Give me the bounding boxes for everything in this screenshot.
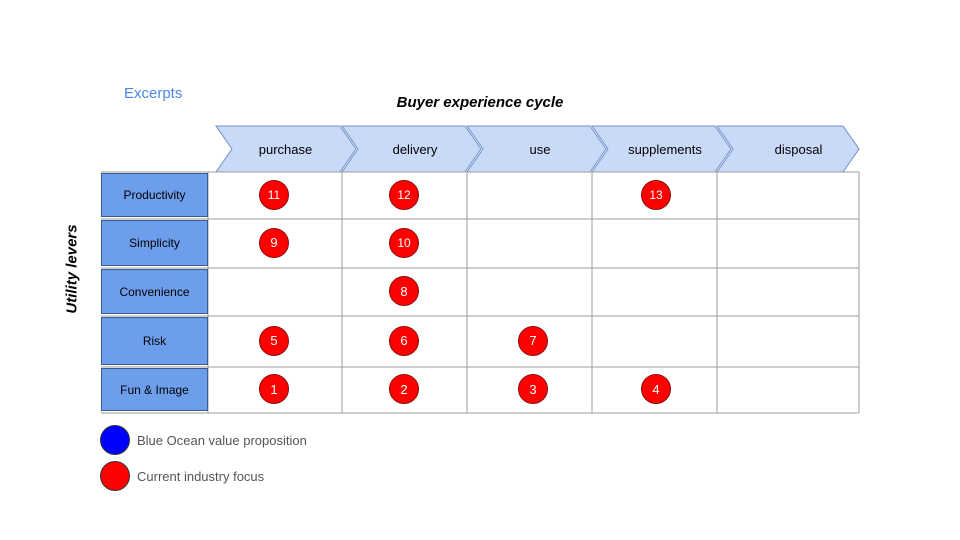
stage-label-supplements: supplements (628, 141, 702, 157)
legend-label: Current industry focus (137, 468, 265, 484)
stage-label-delivery: delivery (392, 141, 438, 157)
marker-7: 7 (518, 325, 548, 356)
marker-2: 2 (389, 374, 419, 404)
marker-13: 13 (641, 179, 671, 210)
marker-6: 6 (389, 325, 419, 356)
legend-swatch (100, 461, 130, 491)
marker-10: 10 (389, 227, 419, 258)
legend-swatch (100, 425, 130, 455)
marker-3: 3 (518, 374, 548, 404)
utility-levers-title: Utility levers (63, 224, 81, 314)
excerpts-label: Excerpts (124, 85, 183, 102)
legend-label: Blue Ocean value proposition (137, 432, 307, 448)
stage-label-use: use (529, 141, 551, 157)
lever-risk: Risk (101, 317, 208, 365)
marker-9: 9 (259, 227, 289, 258)
marker-11: 11 (259, 179, 289, 210)
stage-label-purchase: purchase (258, 141, 313, 157)
marker-8: 8 (389, 276, 419, 306)
stage-label-disposal: disposal (774, 141, 823, 157)
marker-12: 12 (389, 179, 419, 210)
marker-4: 4 (641, 374, 671, 404)
marker-1: 1 (259, 374, 289, 404)
lever-fun-image: Fun & Image (101, 368, 208, 411)
lever-productivity: Productivity (101, 173, 208, 217)
legend-item: Blue Ocean value proposition (100, 425, 307, 455)
marker-5: 5 (259, 325, 289, 356)
lever-simplicity: Simplicity (101, 220, 208, 266)
legend-item: Current industry focus (100, 461, 264, 491)
buyer-experience-title: Buyer experience cycle (396, 94, 564, 111)
lever-convenience: Convenience (101, 269, 208, 314)
